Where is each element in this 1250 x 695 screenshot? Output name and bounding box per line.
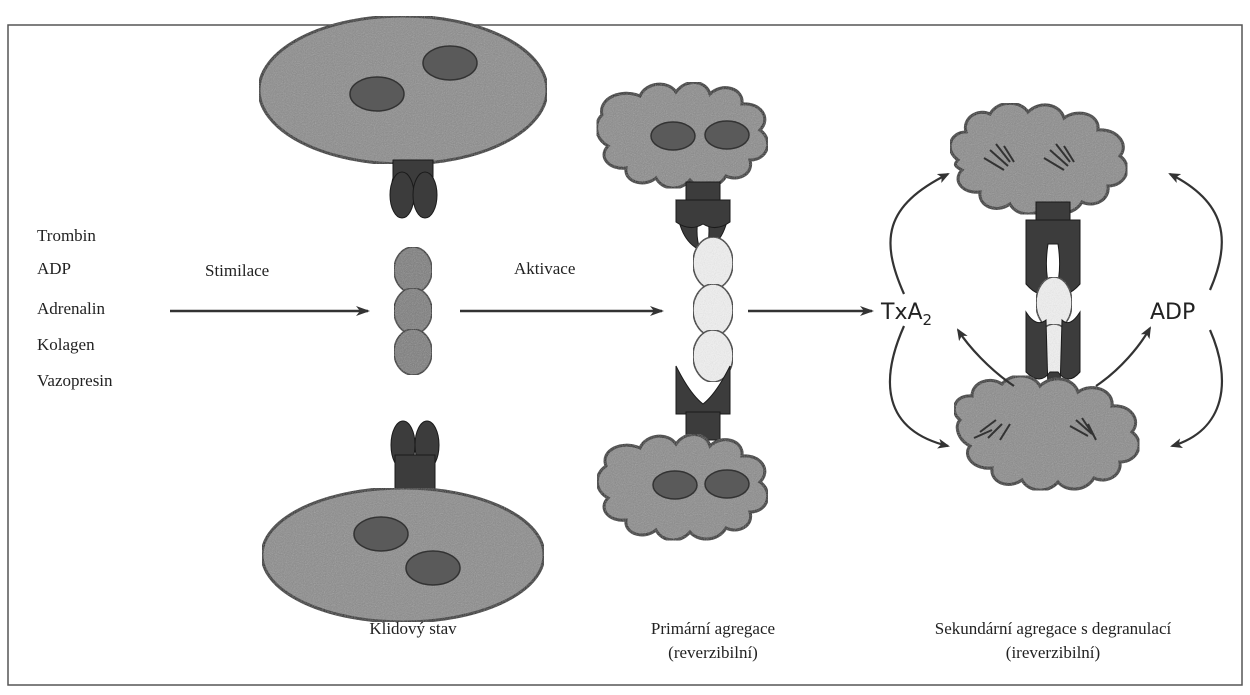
- granule-icon: [705, 121, 749, 149]
- stimulus-adp: ADP: [37, 259, 71, 278]
- caption-secondary-line2: (ireverzibilní): [1006, 643, 1100, 662]
- caption-primary-line1: Primární agregace: [651, 619, 775, 638]
- fibrinogen-segment-icon: [394, 288, 432, 334]
- fibrinogen-segment-icon: [394, 247, 432, 293]
- granule-icon: [354, 517, 408, 551]
- caption-secondary-line1: Sekundární agregace s degranulací: [935, 619, 1172, 638]
- stimulus-kolagen: Kolagen: [37, 335, 95, 354]
- stimulus-vazopresin: Vazopresin: [37, 371, 113, 390]
- adp-label: ADP: [1150, 300, 1195, 325]
- platelet-body: [262, 488, 544, 622]
- granule-icon: [423, 46, 477, 80]
- fibrinogen-resting: [394, 247, 432, 375]
- receptor-cap-icon: [676, 200, 730, 228]
- fibrinogen-segment-icon: [394, 329, 432, 375]
- receptor-stem-icon: [1036, 202, 1070, 222]
- stimulus-adrenalin: Adrenalin: [37, 299, 105, 318]
- caption-resting: Klidový stav: [369, 619, 457, 638]
- receptor-right-icon: [413, 172, 437, 218]
- activation-label: Aktivace: [514, 259, 575, 278]
- fibrinogen-segment-icon: [693, 237, 733, 289]
- granule-icon: [653, 471, 697, 499]
- fibrinogen-segment-icon: [693, 284, 733, 336]
- granule-icon: [651, 122, 695, 150]
- granule-icon: [705, 470, 749, 498]
- granule-icon: [350, 77, 404, 111]
- receptor-left-icon: [390, 172, 414, 218]
- txa2-subscript: 2: [923, 311, 933, 329]
- fibrinogen-segment-icon: [1036, 277, 1072, 329]
- stimulation-label: Stimilace: [205, 261, 269, 280]
- caption-primary-line2: (reverzibilní): [668, 643, 758, 662]
- receptor-stem-icon: [686, 182, 720, 202]
- stimulus-trombin: Trombin: [37, 226, 96, 245]
- granule-icon: [406, 551, 460, 585]
- txa2-main-text: TxA: [880, 300, 923, 325]
- fibrinogen-active-primary: [693, 237, 733, 382]
